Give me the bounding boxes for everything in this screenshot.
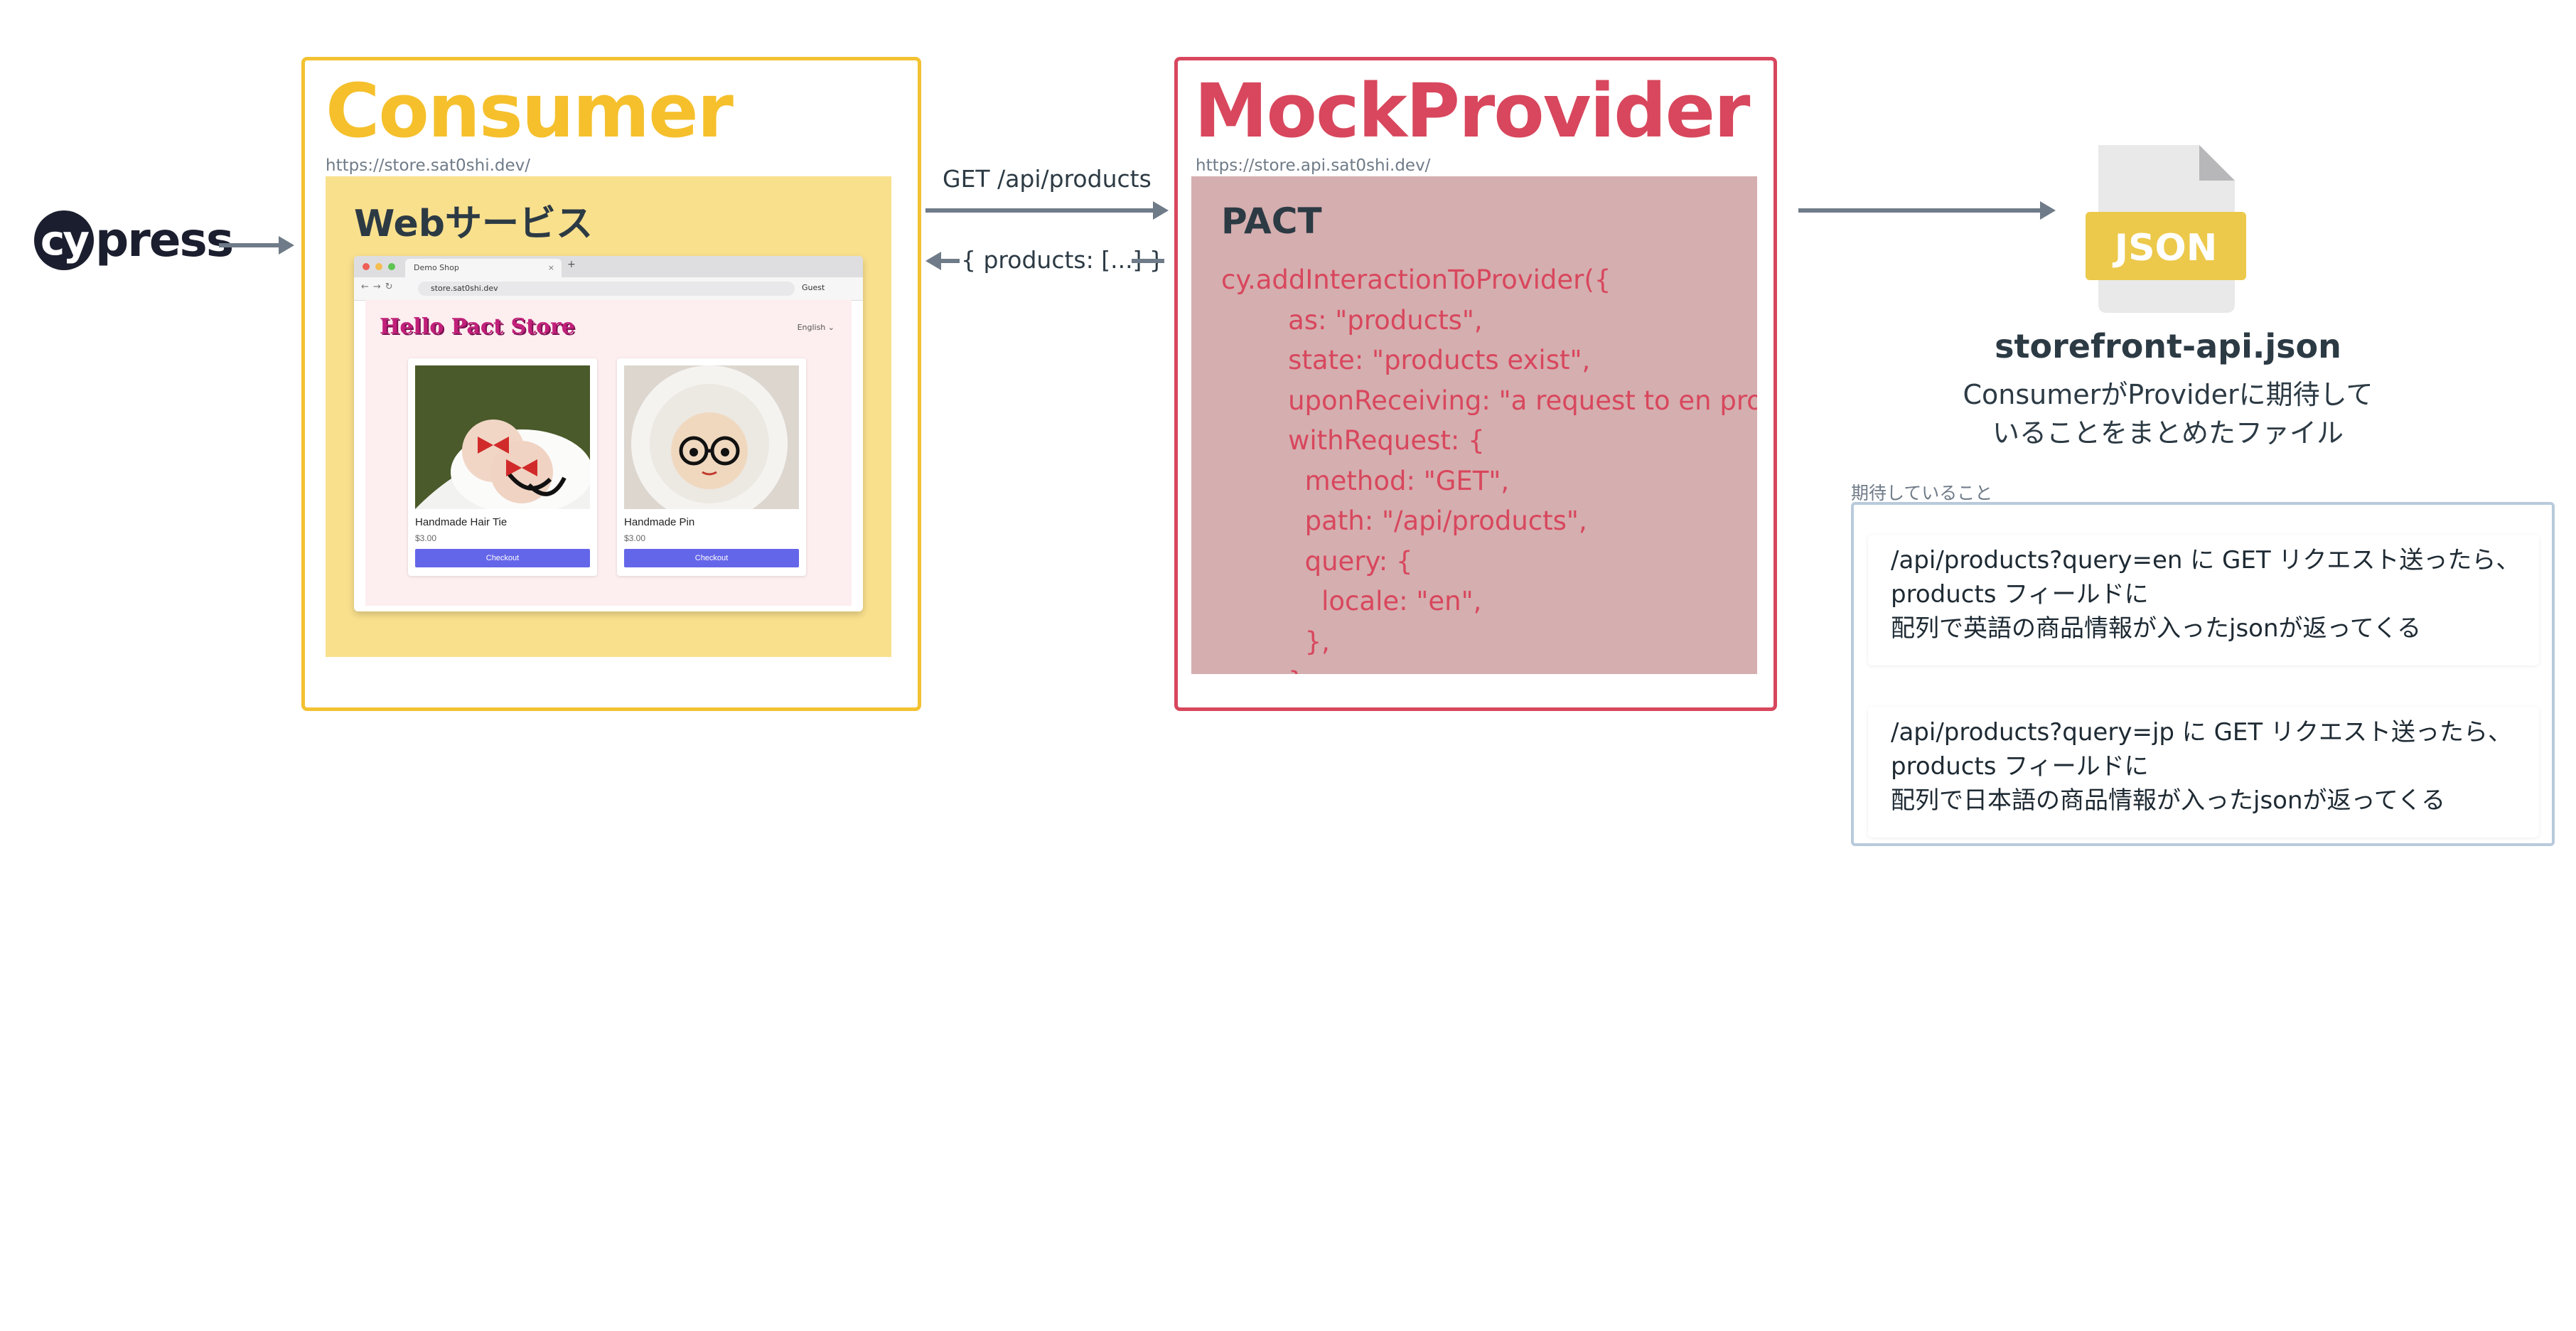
provider-to-json-arrow-line [1798,208,2041,213]
expectation-line: /api/products?query=jp に GET リクエスト送ったら、 [1891,718,2512,747]
mock-provider-title: MockProvider [1194,68,1750,154]
code-line: path: "/api/products", [1221,506,1587,536]
request-arrow-head [1153,201,1169,220]
json-filename: storefront-api.json [1995,327,2341,365]
product-card: Handmade Hair Tie $3.00 Checkout [408,358,597,576]
expectation-line: products フィールドに [1891,752,2149,781]
checkout-button[interactable]: Checkout [624,549,799,567]
navigation-arrows-icon[interactable]: ←→↻ [361,282,397,292]
address-field[interactable]: store.sat0shi.dev [418,282,795,296]
cypress-logo-text: press [95,213,234,267]
code-line: uponReceiving: "a request to en products… [1288,385,1757,416]
code-line: cy.addInteractionToProvider({ [1221,264,1611,295]
expectation-line: 配列で日本語の商品情報が入ったjsonが返ってくる [1891,786,2446,815]
browser-screenshot: Demo Shop × + ←→↻ store.sat0shi.dev Gues… [354,256,863,611]
checkout-button[interactable]: Checkout [415,549,590,567]
cypress-logo: cy press [34,210,234,273]
browser-tab-bar: Demo Shop × + [354,256,863,277]
json-icon-label: JSON [2113,227,2218,269]
cypress-logo-mark: cy [34,210,94,270]
web-service-title: Webサービス [354,203,593,245]
browser-tab[interactable]: Demo Shop × [405,259,562,277]
browser-tab-title: Demo Shop [414,263,459,272]
product-image-pin [624,365,799,509]
response-arrow-line [940,259,960,263]
cypress-to-consumer-arrow-head [279,236,294,255]
consumer-title: Consumer [326,68,734,154]
code-line: as: "products", [1221,304,1483,336]
provider-to-json-arrow-head [2040,201,2056,220]
json-file-icon: JSON [2086,145,2246,313]
language-select[interactable]: English ⌄ [797,323,834,332]
user-profile-label[interactable]: Guest [802,283,825,292]
cypress-to-consumer-arrow-line [219,243,280,247]
expectation-line: products フィールドに [1891,580,2149,609]
maximize-window-dot[interactable] [388,263,395,270]
response-arrow-head [925,252,941,270]
code-line: method: "GET", [1221,465,1510,496]
response-label: { products: [...] } [961,246,1164,274]
close-icon[interactable]: × [547,263,554,272]
plus-icon[interactable]: + [567,259,576,270]
response-arrow-tail [1132,259,1164,263]
pact-panel: cy.addInteractionToProvider({ as: "produ… [1191,176,1757,674]
expectation-line: 配列で英語の商品情報が入ったjsonが返ってくる [1891,614,2422,643]
code-line: withRequest: { [1221,425,1485,456]
expectation-item: /api/products?query=jp に GET リクエスト送ったら、 … [1868,707,2539,838]
close-window-dot[interactable] [363,263,370,270]
store-title: Hello Pact Store [380,314,575,339]
product-price: $3.00 [624,533,646,543]
code-line: }, [1221,666,1313,674]
code-line: state: "products exist", [1221,345,1591,375]
expectation-item: /api/products?query=en に GET リクエスト送ったら、 … [1868,535,2539,666]
expectation-line: /api/products?query=en に GET リクエスト送ったら、 [1891,546,2521,574]
request-arrow-line [925,208,1154,213]
mock-provider-url: https://store.api.sat0shi.dev/ [1196,156,1431,175]
store-page: Hello Pact Store English ⌄ [365,300,852,606]
mock-provider-frame [1174,57,1777,711]
product-card: Handmade Pin $3.00 Checkout [617,358,806,576]
consumer-frame [301,57,921,711]
consumer-url: https://store.sat0shi.dev/ [326,156,531,175]
json-description-line: いることをまとめたファイル [1992,417,2344,449]
pact-title: PACT [1221,201,1322,242]
pact-code: cy.addInteractionToProvider({ as: "produ… [1221,260,1757,674]
product-name: Handmade Hair Tie [415,516,508,528]
browser-address-bar: ←→↻ store.sat0shi.dev Guest [354,277,863,301]
expectations-box: /api/products?query=en に GET リクエスト送ったら、 … [1851,502,2555,846]
product-price: $3.00 [415,533,437,543]
code-line: query: { [1221,545,1413,577]
request-label: GET /api/products [943,165,1152,193]
product-name: Handmade Pin [624,516,695,528]
code-line: locale: "en", [1221,586,1482,616]
minimize-window-dot[interactable] [375,263,382,270]
product-image-hair-tie [415,365,590,509]
json-description: ConsumerがProviderに期待して いることをまとめたファイル [1919,375,2417,452]
expectations-label: 期待していること [1851,483,1993,503]
code-line: }, [1221,626,1330,657]
json-description-line: ConsumerがProviderに期待して [1963,379,2373,410]
